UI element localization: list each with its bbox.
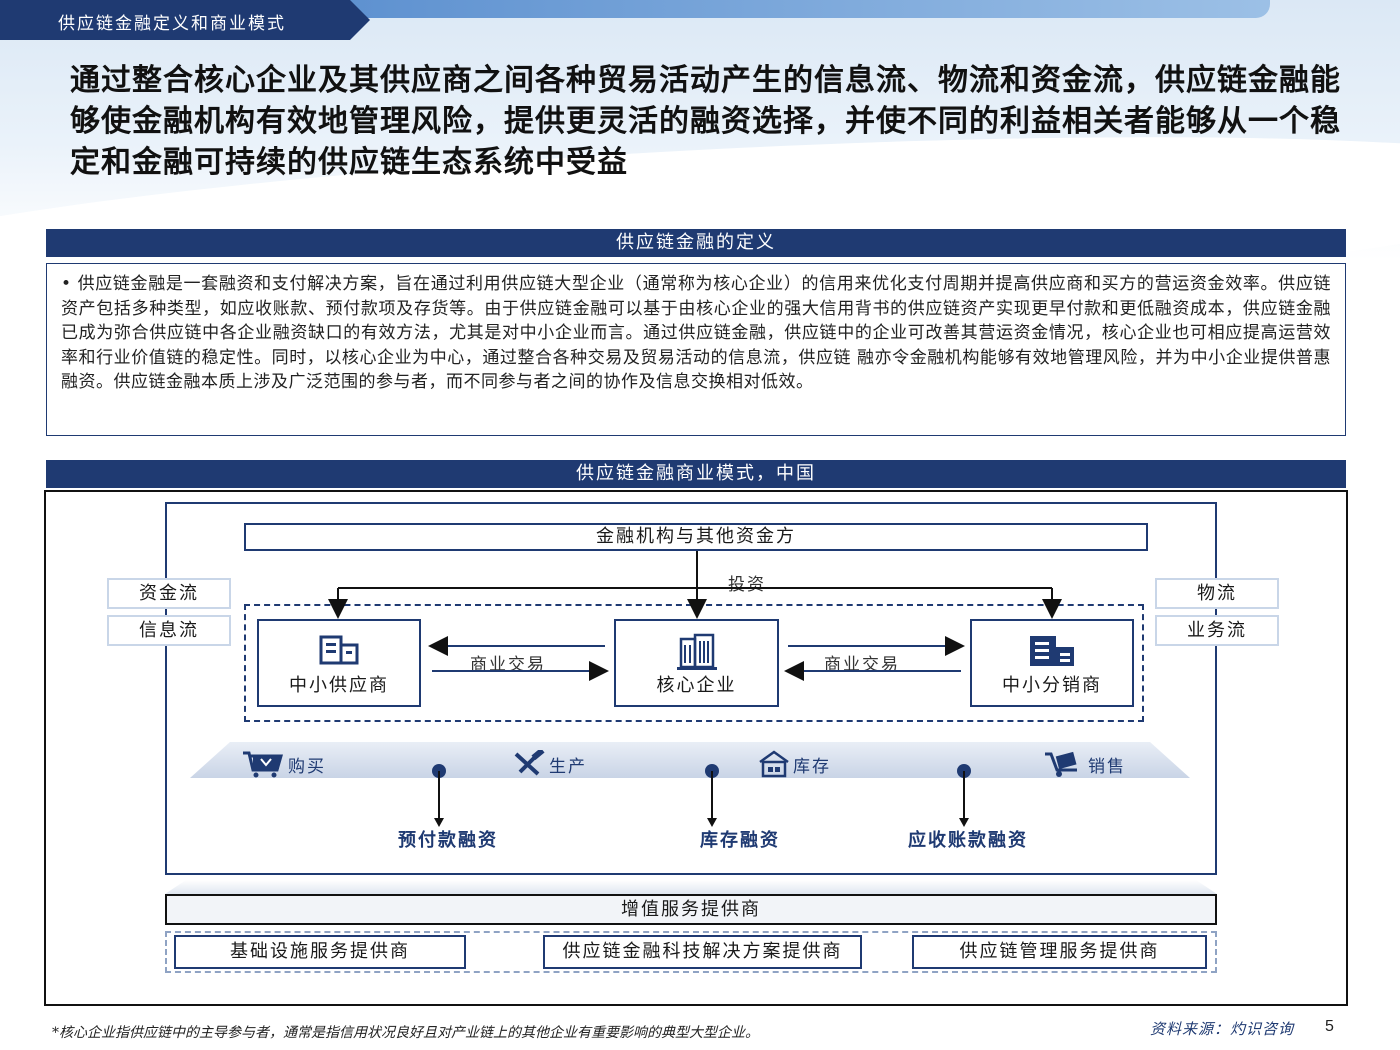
section-tag: 供应链金融定义和商业模式 [58,14,286,34]
sme-supplier-box: 中小供应商 [257,619,421,707]
inventory-financing-label: 库存融资 [700,830,780,851]
logistics-flow-label: 物流 [1155,578,1279,609]
financial-institutions-box: 金融机构与其他资金方 [244,523,1148,551]
distributor-label: 中小分销商 [1002,675,1102,696]
definition-title-bar: 供应链金融的定义 [46,229,1346,257]
value-added-service-title: 增值服务提供商 [165,894,1217,925]
supplier-label: 中小供应商 [289,675,389,696]
receivable-financing-label: 应收账款融资 [908,830,1028,851]
receivable-arrow-line [963,771,965,821]
stage-inventory: 库存 [793,757,831,777]
page-number: 5 [1325,1018,1334,1035]
warehouse-icon [759,750,789,778]
supplier-building-icon [319,635,359,665]
source-note: 资料来源：灼识咨询 [1150,1020,1295,1038]
footnote: *核心企业指供应链中的主导参与者，通常是指信用状况良好且对产业链上的其他企业有重… [52,1025,759,1041]
top-band [0,0,1400,40]
model-title-bar: 供应链金融商业模式，中国 [46,460,1346,488]
trade-label-right: 商业交易 [824,655,900,675]
vas-shade [165,880,1217,894]
core-enterprise-box: 核心企业 [614,619,779,707]
stage-production: 生产 [549,757,587,777]
headline: 通过整合核心企业及其供应商之间各种贸易活动产生的信息流、物流和资金流，供应链金融… [70,63,1341,180]
value-chain-band [190,742,1190,778]
distributor-building-icon [1030,636,1074,666]
tools-icon [514,750,545,776]
stage-sales: 销售 [1088,757,1126,777]
shopping-cart-icon [243,751,283,778]
receivable-arrow-head [959,818,969,827]
inventory-arrow-line [711,771,713,821]
delivery-icon [1045,751,1077,777]
fintech-provider-box: 供应链金融科技解决方案提供商 [543,935,862,969]
prepayment-arrow-head [434,818,444,827]
business-model-diagram [44,490,1348,1006]
top-band-dark [0,0,370,40]
infrastructure-provider-box: 基础设施服务提供商 [174,935,466,969]
information-flow-label: 信息流 [107,615,231,646]
trade-label-left: 商业交易 [470,655,546,675]
core-enterprise-label: 核心企业 [656,675,737,696]
inventory-arrow-head [707,818,717,827]
business-flow-label: 业务流 [1155,615,1279,646]
background-swoosh [0,0,1400,260]
capital-flow-label: 资金流 [107,578,231,609]
sme-distributor-box: 中小分销商 [970,619,1134,707]
prepayment-financing-label: 预付款融资 [398,830,498,851]
inner-frame [165,502,1217,875]
invest-label: 投资 [728,575,766,595]
definition-body: • 供应链金融是一套融资和支付解决方案，旨在通过利用供应链大型企业（通常称为核心… [46,263,1346,436]
core-enterprise-icon [676,633,717,670]
prepayment-arrow-line [438,771,440,821]
top-band-light [300,0,1270,18]
scm-provider-box: 供应链管理服务提供商 [912,935,1207,969]
vas-provider-row [165,931,1217,973]
stage-purchase: 购买 [288,757,326,777]
